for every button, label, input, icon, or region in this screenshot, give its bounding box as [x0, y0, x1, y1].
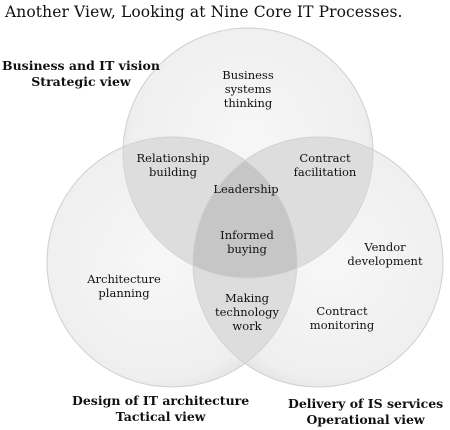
process-relationship-building: Relationship building: [136, 151, 210, 179]
label-tactical-view: Design of IT architecture Tactical view: [72, 393, 250, 424]
label-operational-view: Delivery of IS services Operational view: [288, 396, 444, 427]
process-vendor-development: Vendor development: [347, 240, 423, 268]
overlap-center: [193, 137, 297, 278]
process-architecture-planning: Architecture planning: [87, 272, 161, 300]
label-strategic-view: Business and IT vision Strategic view: [2, 58, 160, 89]
process-making-technology-work: Making technology work: [214, 291, 280, 333]
process-informed-buying: Informed buying: [220, 228, 274, 256]
process-contract-facilitation: Contract facilitation: [293, 151, 357, 179]
process-leadership: Leadership: [213, 182, 279, 196]
diagram-title: Another View, Looking at Nine Core IT Pr…: [5, 3, 403, 21]
process-business-systems-thinking: Business systems thinking: [222, 68, 274, 110]
process-contract-monitoring: Contract monitoring: [309, 304, 375, 332]
